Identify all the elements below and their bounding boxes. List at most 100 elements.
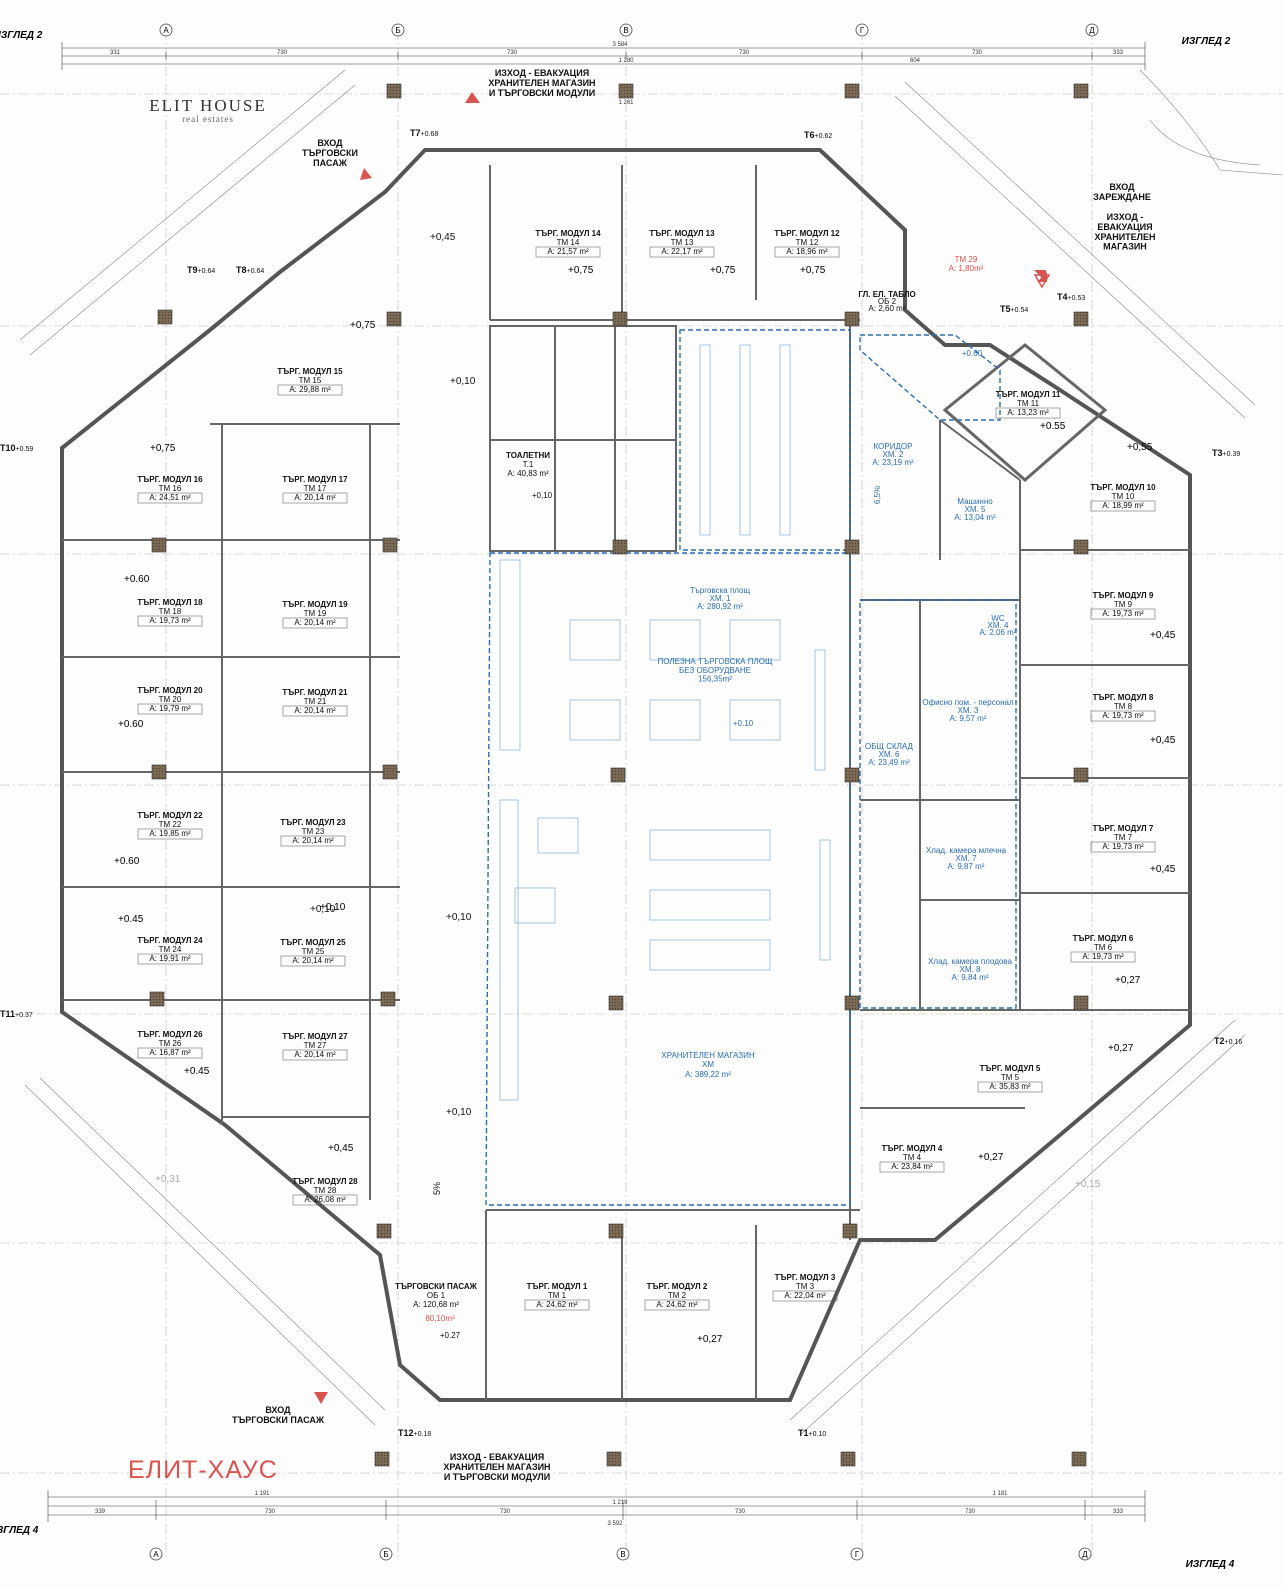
module-area: А: 20,14 m² [292, 956, 334, 965]
module-area-box [282, 492, 348, 504]
module-area: А: 22,17 m² [661, 247, 703, 256]
dim-bottom-seg3: 730 [500, 1509, 511, 1515]
dim-top-sub-mid2: 1 261 [618, 100, 634, 106]
module-title: ТЪРГ. МОДУЛ 3 [775, 1273, 836, 1282]
module-code: ТМ 9 [1114, 600, 1133, 609]
hall1-area: А: 280,92 m² [697, 602, 743, 611]
level-mark-6: +0,31 [155, 1174, 181, 1185]
module-level: +0,27 [978, 1152, 1004, 1163]
brand-name: ELIT HOUSE [149, 96, 267, 115]
module-title: ТЪРГ. МОДУЛ 19 [282, 600, 348, 609]
level-mark-5: +0,45 [430, 232, 456, 243]
module-level: +0,10 [320, 902, 346, 913]
store-fixtures [499, 344, 831, 1101]
cold8-code: ХМ. 8 [960, 965, 981, 974]
food-title: ХРАНИТЕЛЕН МАГАЗИН [661, 1051, 754, 1060]
module-title: ТЪРГ. МОДУЛ 9 [1093, 591, 1154, 600]
module-area: А: 19,79 m² [149, 704, 191, 713]
toilets-code: Т.1 [523, 460, 534, 469]
module-code: ТМ 15 [299, 376, 322, 385]
module-level: +0,75 [350, 320, 376, 331]
module-code: ТМ 8 [1114, 702, 1133, 711]
corridor-title: КОРИДОР [874, 442, 913, 451]
module-area: А: 19,73 m² [149, 616, 191, 625]
module-area-box [1070, 951, 1136, 963]
module-area-box [524, 1299, 590, 1311]
module-area: А: 19,91 m² [149, 954, 191, 963]
hall1-level: +0.10 [733, 719, 754, 728]
module-title: ТЪРГ. МОДУЛ 20 [137, 686, 203, 695]
view-label-bottom-left: ИЗГЛЕД 4 [0, 1525, 39, 1536]
wc-code: ХМ. 4 [988, 621, 1009, 630]
dim-bottom-sub-mid: 1 219 [612, 1500, 628, 1506]
module-level: +0,45 [1150, 630, 1176, 641]
module-area: А: 20,14 m² [294, 1050, 336, 1059]
module-title: ТЪРГ. МОДУЛ 14 [535, 229, 601, 238]
module-title: ТЪРГ. МОДУЛ 24 [137, 936, 203, 945]
module-title: ТЪРГ. МОДУЛ 27 [282, 1032, 348, 1041]
building-outline [60, 148, 1192, 1402]
level-mark-2: +0,10 [446, 912, 472, 923]
module-code: ТМ 17 [304, 484, 327, 493]
module-area-box [280, 835, 346, 847]
axis-v-bottom: В [620, 1550, 625, 1559]
passage-level: +0.27 [440, 1331, 461, 1340]
module-code: ТМ 27 [304, 1041, 327, 1050]
dim-top-seg3: 730 [507, 50, 518, 56]
dim-top-seg6: 333 [1113, 50, 1124, 56]
axis-markers: А Б В Г Д А Б В Г Д [149, 23, 1099, 1561]
storage-area: А: 23,49 m² [868, 758, 910, 767]
structural-columns [149, 83, 1089, 1467]
module-title: ТЪРГ. МОДУЛ 16 [137, 475, 203, 484]
module-code: ТМ 1 [548, 1291, 567, 1300]
module-title: ТЪРГ. МОДУЛ 26 [137, 1030, 203, 1039]
module-level: +0.45 [118, 914, 144, 925]
misc-levels: +0,10 +0,10 +0,10 +0,10 +0,45 +0,31 +0,1… [155, 232, 1101, 1195]
module-area: А: 18,99 m² [1102, 501, 1144, 510]
supermarket-zones [485, 329, 1017, 1206]
module-level: +0,45 [1150, 864, 1176, 875]
cold7-code: ХМ. 7 [956, 854, 977, 863]
module-area: А: 23,84 m² [891, 1162, 933, 1171]
point-t4: T4+0.53 [1057, 292, 1085, 302]
module-code: ТМ 5 [1001, 1073, 1020, 1082]
module-level: +0.60 [124, 574, 150, 585]
module-area-box [282, 1049, 348, 1061]
module-code: ТМ 20 [159, 695, 182, 704]
internal-walls [62, 165, 1190, 1400]
module-code: ТМ 3 [796, 1282, 815, 1291]
module-title: ТЪРГ. МОДУЛ 7 [1093, 824, 1154, 833]
module-level: +0,27 [697, 1334, 723, 1345]
module-area-box [995, 407, 1061, 419]
module-area: А: 19,85 m² [149, 829, 191, 838]
module-code: ТМ 18 [159, 607, 182, 616]
module-area: А: 29,88 m² [289, 385, 331, 394]
module-code: ТМ 24 [159, 945, 182, 954]
module-title: ТЪРГ. МОДУЛ 15 [277, 367, 343, 376]
module-title: ТЪРГ. МОДУЛ 25 [280, 938, 346, 947]
module-area: А: 19,73 m² [1102, 842, 1144, 851]
office-title: Офисно пом. - персонал [922, 698, 1014, 707]
view-label-top-right: ИЗГЛЕД 2 [1182, 36, 1231, 47]
watermark: ЕЛИТ-ХАУС [128, 1456, 278, 1484]
module-code: ТМ 12 [796, 238, 819, 247]
module-level: +0,55 [1127, 442, 1153, 453]
module-code: ТМ 26 [159, 1039, 182, 1048]
module-code: ТМ 25 [302, 947, 325, 956]
module-title: ТЪРГ. МОДУЛ 8 [1093, 693, 1154, 702]
module-area-box [137, 1047, 203, 1059]
top-dimensions [61, 42, 1146, 70]
module-area-box [774, 246, 840, 258]
level-points: T7+0.68 T6+0.62 T9+0.64 T8+0.64 T5+0.54 … [0, 128, 1242, 1438]
module-area-box [1090, 608, 1156, 620]
module-area: А: 24,62 m² [536, 1300, 578, 1309]
cold7-title: Хлад. камера млечна [926, 846, 1007, 855]
axis-g-bottom: Г [855, 1550, 860, 1559]
corridor-code: ХМ. 2 [883, 450, 904, 459]
module-area: А: 20,14 m² [292, 836, 334, 845]
dim-bottom-total: 3 592 [607, 1521, 623, 1527]
